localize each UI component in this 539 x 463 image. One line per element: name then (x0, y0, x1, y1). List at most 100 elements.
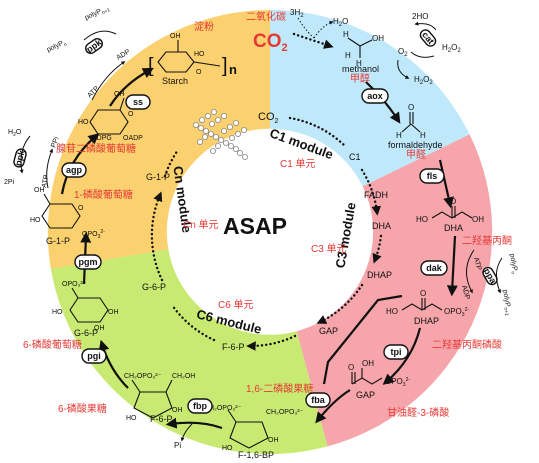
svg-text:OH: OH (170, 33, 181, 40)
f16bp-structure: CH₂OPO₃²⁻ CH₂OPO₃²⁻ OH HO (204, 405, 304, 452)
starch-cn: 淀粉 (194, 20, 214, 33)
svg-text:O: O (196, 69, 202, 76)
dha-cn: 二羟基丙酮 (462, 234, 512, 247)
inner-cycle (150, 116, 383, 351)
svg-text:HO: HO (30, 217, 41, 224)
h2o2-label-top: H2O2 (442, 43, 461, 54)
svg-text:H: H (343, 30, 349, 39)
starch-glyph (192, 109, 248, 160)
svg-text:OH: OH (94, 325, 105, 332)
polyp-right-n1: polyPn+1 (499, 289, 512, 316)
svg-text:CH₂OPO₃²⁻: CH₂OPO₃²⁻ (124, 373, 162, 380)
adpg-cn: 腺苷二磷酸葡萄糖 (56, 142, 136, 155)
svg-text:dak: dak (426, 263, 443, 273)
f6p-structure: CH₂OPO₃²⁻ CH₂OH OH HO (124, 373, 195, 422)
dhap-cn: 二羟基丙酮磷酸 (432, 338, 502, 351)
inner-f6p: F-6-P (222, 342, 245, 352)
svg-text:H: H (345, 51, 351, 60)
adpg-en: ADPG (92, 135, 112, 142)
svg-text:ss: ss (133, 97, 143, 107)
f6p-en: F-6-P (150, 414, 173, 424)
c3-module-cn: C3 单元 (311, 243, 347, 255)
svg-text:agp: agp (66, 165, 83, 175)
svg-text:fbp: fbp (193, 401, 207, 411)
starch-n: n (229, 62, 237, 77)
inner-cycle-labels: CO2 C1 FADH DHA DHAP GAP F-6-P G-6-P G-1… (142, 111, 392, 352)
svg-text:O: O (348, 363, 354, 372)
inner-fadh: FADH (364, 190, 388, 200)
svg-text:OH: OH (172, 407, 183, 414)
dhap-structure: O HO OPO32- (386, 289, 469, 318)
enzyme-tpi: tpi (383, 344, 409, 360)
c6-quadrant (50, 249, 328, 455)
svg-text:ppk: ppk (13, 148, 27, 167)
gap-structure: O OH OPO32- (348, 359, 410, 388)
oadp: OADP (123, 135, 143, 142)
dhap-en: DHAP (414, 316, 439, 326)
svg-text:pgm: pgm (79, 257, 98, 267)
h2-label: 3H2 (290, 8, 304, 19)
methanol-structure: H OH H H (343, 30, 384, 68)
enzyme-cat: cat (419, 29, 437, 47)
formaldehyde-en: formaldehyde (388, 140, 443, 150)
enzyme-ppa: ppk (13, 148, 27, 168)
enzyme-agp: agp (61, 162, 87, 178)
svg-text:H: H (396, 131, 402, 140)
svg-text:O: O (420, 289, 426, 298)
h2o2-label: H2O2 (414, 75, 433, 86)
polyp-left-n1: polyPn+1 (84, 4, 112, 23)
h2o-ppa: H2O (8, 129, 22, 138)
gap-cn: 甘油醛-3-磷酸 (387, 406, 449, 419)
svg-text:HO: HO (78, 119, 89, 126)
atp-agp: ATP (41, 174, 50, 188)
g6p-cn: 6-磷酸葡萄糖 (23, 338, 82, 351)
c1-module-cn: C1 单元 (280, 158, 316, 170)
two-h2o-label: 2HO (412, 12, 428, 21)
svg-text:OH: OH (372, 34, 384, 43)
inner-dhap: DHAP (367, 270, 392, 280)
svg-text:]: ] (222, 55, 228, 77)
inner-gap: GAP (319, 326, 338, 336)
module-ring (47, 9, 493, 455)
svg-text:OPO₃²⁻: OPO₃²⁻ (62, 281, 87, 288)
polyp-left-n: polyPn (46, 39, 68, 56)
svg-text:[: [ (148, 55, 154, 77)
adp-dak: ADP (460, 285, 471, 301)
center-title: ASAP (223, 213, 287, 239)
inner-co2: CO2 (258, 111, 279, 125)
co2-cn-label: 二氧化碳 (246, 10, 286, 23)
svg-text:tpi: tpi (391, 347, 402, 357)
svg-text:OH: OH (268, 437, 279, 444)
f16bp-cn: 1,6-二磷酸果糖 (246, 382, 313, 395)
svg-text:OH: OH (472, 215, 484, 224)
enzyme-fbp: fbp (187, 398, 213, 414)
svg-text:OH: OH (34, 187, 45, 194)
dha-en: DHA (444, 223, 463, 233)
svg-text:pgi: pgi (87, 351, 101, 361)
methanol-cn: 甲醇 (350, 72, 370, 85)
formaldehyde-structure: O H H (396, 103, 426, 140)
svg-text:HO: HO (194, 51, 205, 58)
enzyme-ppk-left: ppk (85, 37, 105, 55)
svg-text:H: H (356, 59, 362, 68)
enzyme-fls: fls (419, 168, 445, 184)
g1p-en: G-1-P (46, 236, 70, 246)
enzyme-aox: aox (361, 88, 389, 104)
h2o-label: H2O (333, 17, 348, 28)
svg-text:HO: HO (222, 445, 233, 452)
svg-text:HO: HO (416, 215, 428, 224)
svg-text:OH: OH (362, 359, 374, 368)
atp-dak: ATP (472, 257, 482, 272)
pi-fbp: Pi (174, 441, 181, 450)
two-pi: 2Pi (4, 179, 15, 186)
svg-text:HO: HO (386, 307, 398, 316)
g6p-structure: OPO₃²⁻ OH HO OH (52, 281, 119, 332)
svg-text:CH₂OH: CH₂OH (172, 373, 195, 380)
g1p-structure: OH O HO OPO32- (30, 187, 105, 240)
inner-g6p: G-6-P (142, 282, 166, 292)
svg-text:O: O (450, 197, 456, 206)
enzyme-pgi: pgi (81, 348, 107, 364)
inner-g1p: G-1-P (146, 172, 170, 182)
